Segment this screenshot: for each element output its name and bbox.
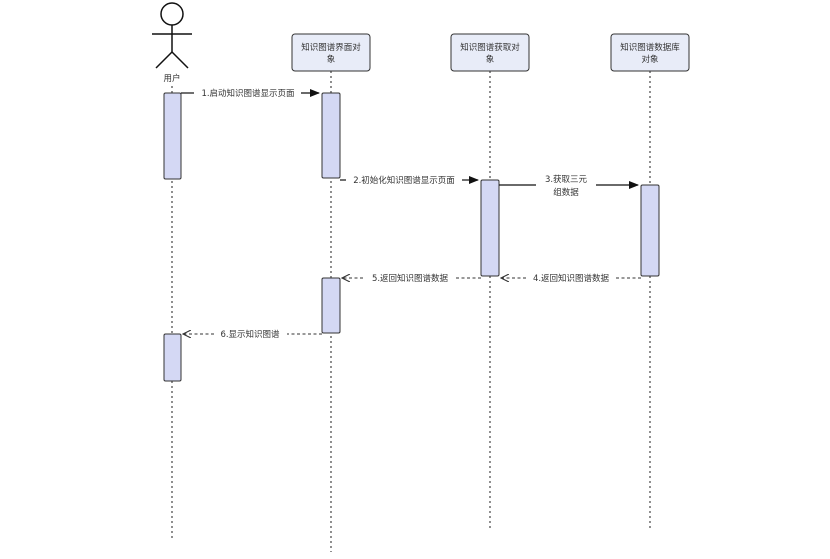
message-3-label-line1: 3.获取三元 <box>545 174 588 185</box>
actor-user: 用户 <box>152 2 192 84</box>
message-6-label: 6.显示知识图谱 <box>220 329 280 340</box>
object-database-label-line1: 知识图谱数据库 <box>620 42 680 53</box>
activation-ui-1 <box>321 92 341 179</box>
message-1: 1.启动知识图谱显示页面 <box>181 88 320 99</box>
object-ui-label-line1: 知识图谱界面对 <box>301 42 361 53</box>
activation-database-1 <box>640 184 660 277</box>
actor-leg-right <box>171 51 189 69</box>
object-fetcher: 知识图谱获取对 象 <box>450 33 530 72</box>
message-2-label: 2.初始化知识图谱显示页面 <box>353 175 455 186</box>
activation-user-2 <box>163 333 182 382</box>
message-3: 3.获取三元 组数据 <box>499 174 639 198</box>
message-2: 2.初始化知识图谱显示页面 <box>340 175 479 186</box>
message-6: 6.显示知识图谱 <box>183 329 322 340</box>
object-fetcher-label-line2: 象 <box>486 54 495 65</box>
object-database: 知识图谱数据库 对象 <box>610 33 690 72</box>
message-4-label: 4.返回知识图谱数据 <box>533 273 610 284</box>
actor-head <box>160 2 184 26</box>
message-3-label-line2: 组数据 <box>553 187 579 198</box>
activation-fetcher-1 <box>480 179 500 277</box>
activation-ui-2 <box>321 277 341 334</box>
activation-user-1 <box>163 92 182 180</box>
actor-label: 用户 <box>163 73 180 84</box>
message-1-label: 1.启动知识图谱显示页面 <box>201 88 295 99</box>
object-fetcher-label-line1: 知识图谱获取对 <box>460 42 520 53</box>
message-4: 4.返回知识图谱数据 <box>501 273 641 284</box>
message-5: 5.返回知识图谱数据 <box>342 273 481 284</box>
object-database-label-line2: 对象 <box>641 54 659 65</box>
object-ui: 知识图谱界面对 象 <box>291 33 371 72</box>
message-5-label: 5.返回知识图谱数据 <box>372 273 449 284</box>
object-ui-label-line2: 象 <box>327 54 336 65</box>
actor-leg-left <box>155 51 173 69</box>
